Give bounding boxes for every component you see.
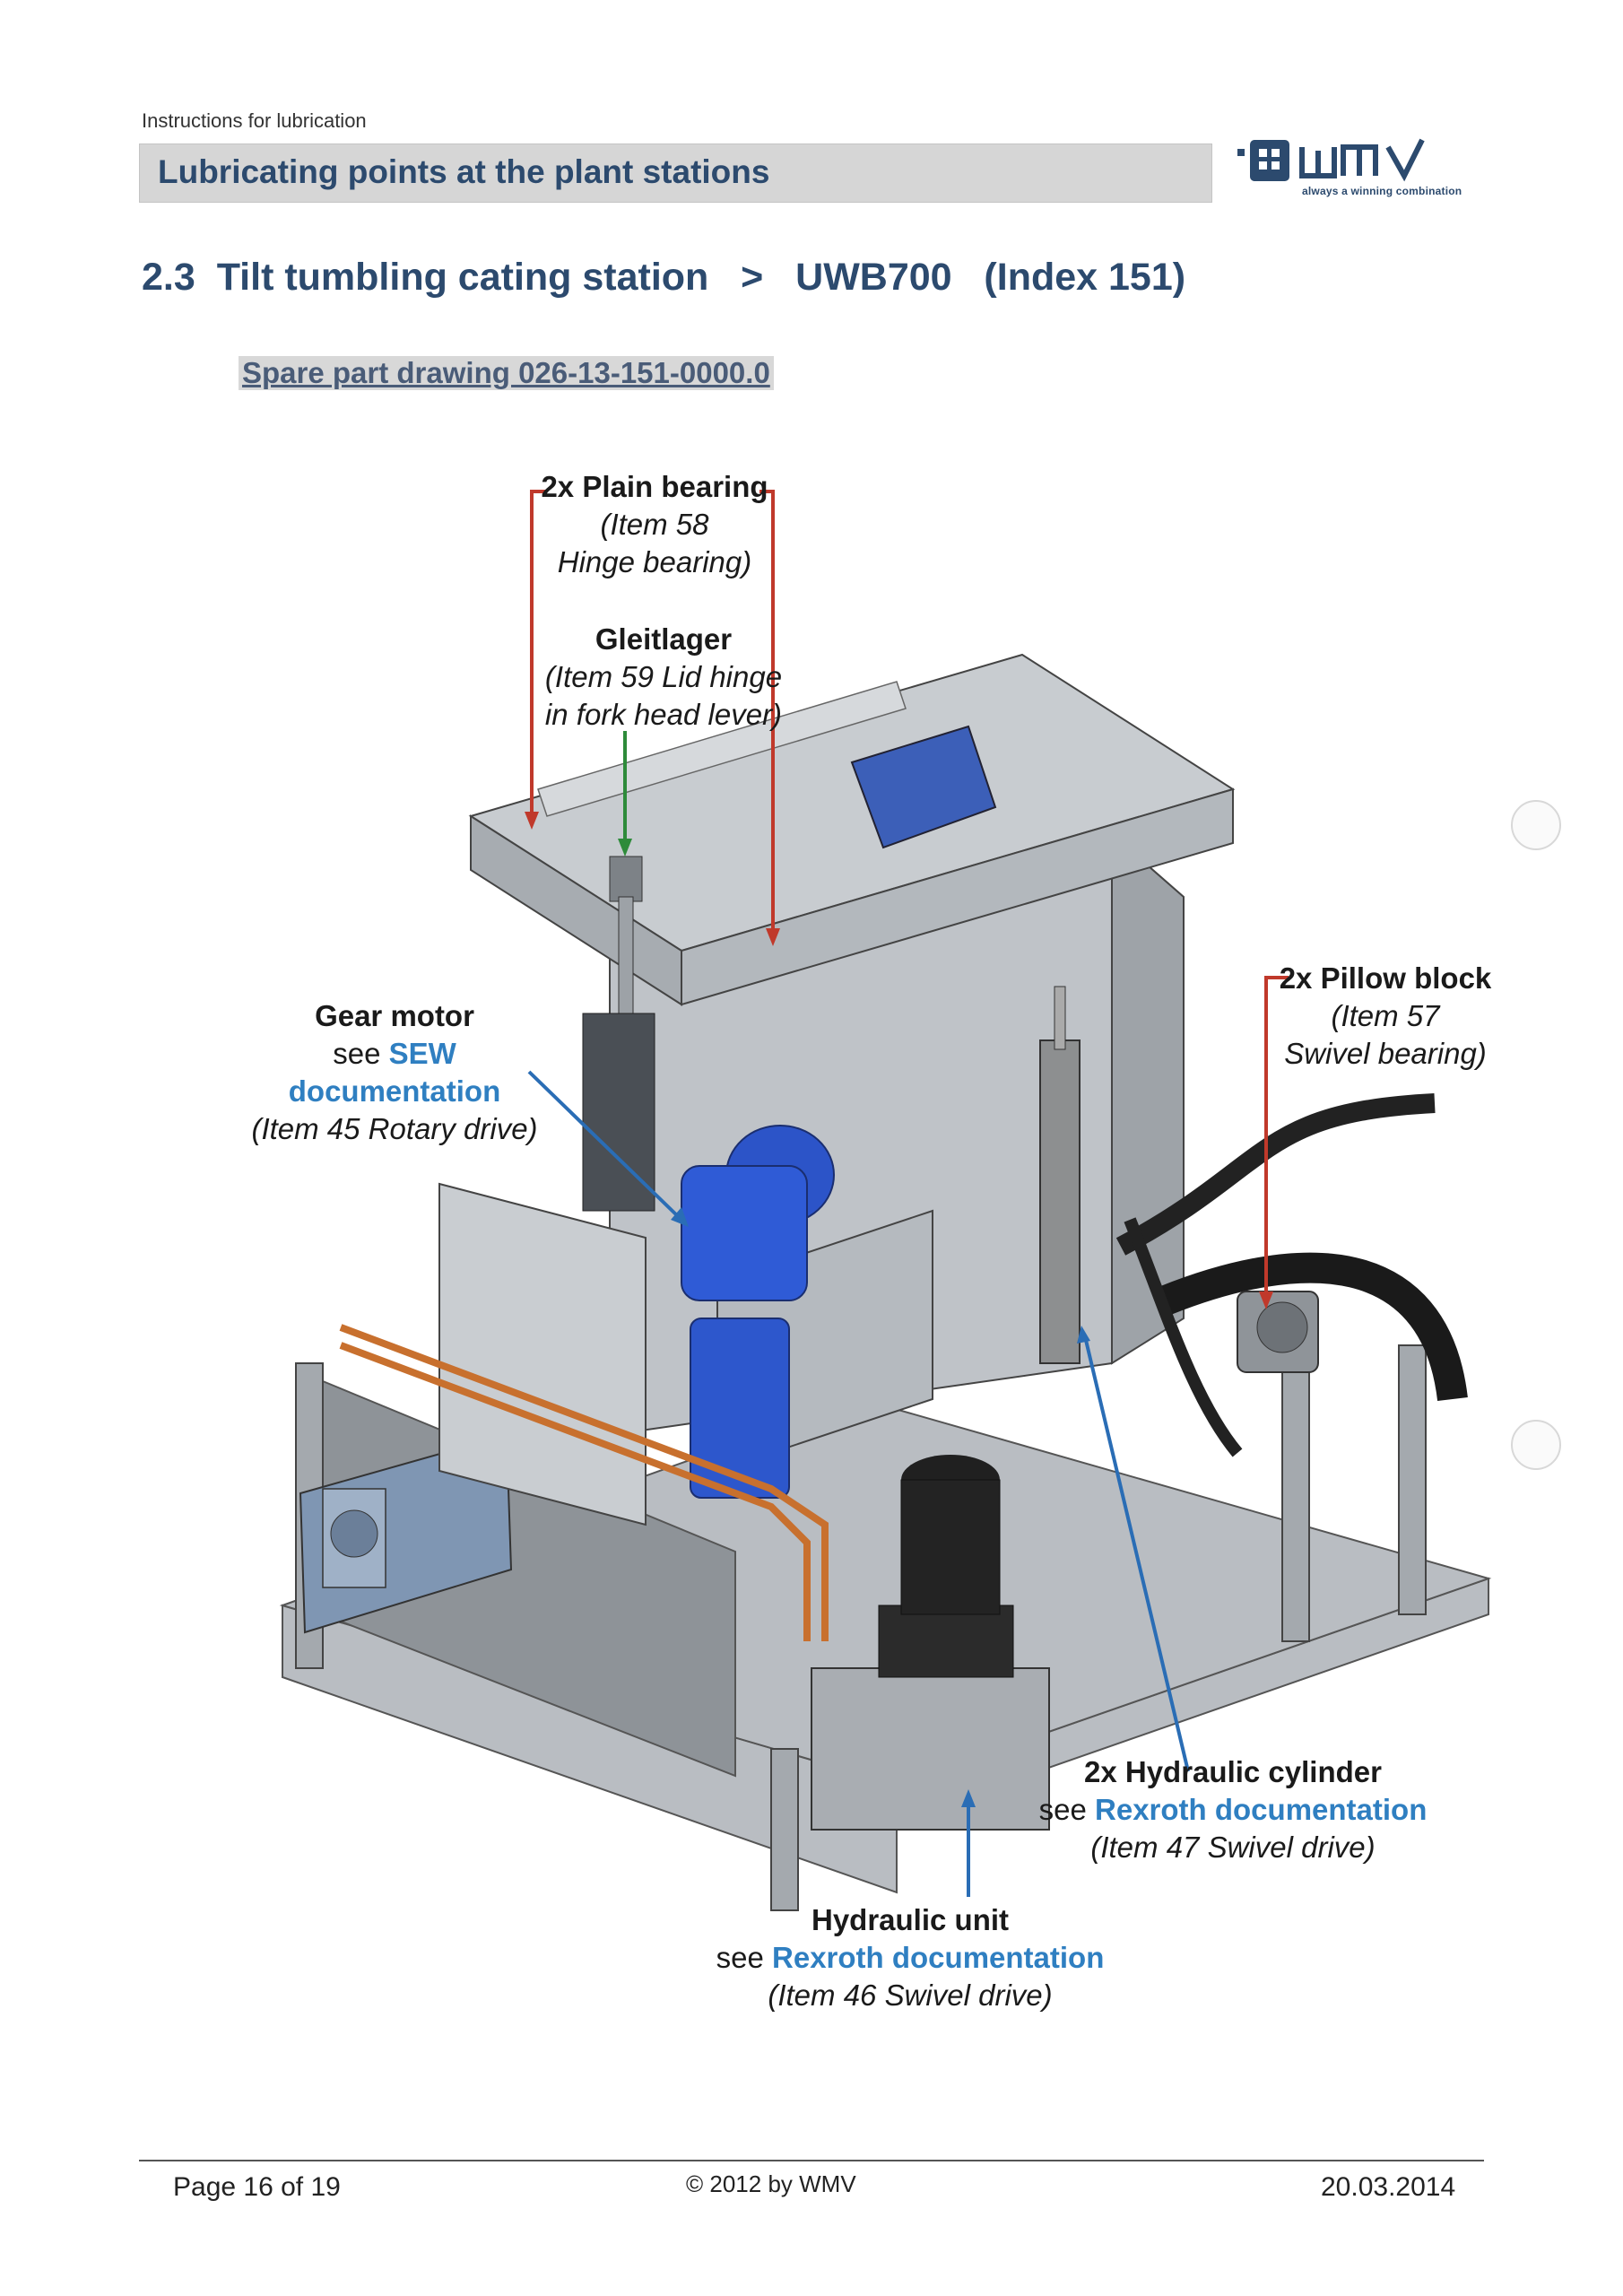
punch-hole-top [1511, 800, 1561, 850]
document-date: 20.03.2014 [1321, 2172, 1456, 2202]
plain-bearing-title: 2x Plain bearing [541, 470, 768, 503]
section-number: 2.3 [142, 256, 195, 299]
rexroth-documentation-link-unit[interactable]: Rexroth documentation [772, 1941, 1105, 1974]
punch-hole-bottom [1511, 1420, 1561, 1470]
hydraulic-unit-see: see [716, 1941, 764, 1974]
gear-motor-see: see [333, 1037, 381, 1070]
footer-divider [139, 2160, 1484, 2161]
pillow-block-item: (Item 57 [1331, 999, 1440, 1032]
callout-hydraulic-cylinder: 2x Hydraulic cylinder see Rexroth docume… [1031, 1753, 1435, 1866]
gleitlager-title: Gleitlager [595, 622, 733, 656]
hydraulic-cylinder-title: 2x Hydraulic cylinder [1084, 1755, 1382, 1788]
gleitlager-desc: in fork head lever) [544, 698, 783, 731]
callout-plain-bearing: 2x Plain bearing (Item 58 Hinge bearing) [502, 468, 807, 581]
document-label: Instructions for lubrication [142, 109, 367, 132]
spare-part-drawing-reference: Spare part drawing 026-13-151-0000.0 [239, 356, 774, 390]
page-number: Page 16 of 19 [173, 2172, 341, 2202]
gear-motor-title: Gear motor [315, 999, 474, 1032]
rexroth-documentation-link-cylinder[interactable]: Rexroth documentation [1095, 1793, 1428, 1826]
hydraulic-cylinder-item: (Item 47 Swivel drive) [1090, 1831, 1376, 1864]
callout-pillow-block: 2x Pillow block (Item 57 Swivel bearing) [1264, 960, 1506, 1073]
copyright: © 2012 by WMV [686, 2170, 856, 2197]
section-index: (Index 151) [984, 256, 1186, 299]
gleitlager-item: (Item 59 Lid hinge [544, 660, 783, 693]
section-model: UWB700 [795, 256, 952, 299]
sew-documentation-link[interactable]: SEW documentation [288, 1037, 501, 1108]
callout-hydraulic-unit: Hydraulic unit see Rexroth documentation… [708, 1901, 1112, 2014]
callout-gear-motor: Gear motor see SEW documentation (Item 4… [224, 997, 565, 1148]
hydraulic-unit-item: (Item 46 Swivel drive) [768, 1979, 1053, 2012]
gear-motor-item: (Item 45 Rotary drive) [251, 1112, 538, 1145]
plain-bearing-desc: Hinge bearing) [557, 545, 752, 578]
section-banner: Lubricating points at the plant stations [139, 144, 1212, 203]
section-name: Tilt tumbling cating station [216, 256, 709, 299]
logo-tagline: always a winning combination [1302, 185, 1462, 197]
pillow-block-title: 2x Pillow block [1279, 961, 1492, 995]
callout-gleitlager: Gleitlager (Item 59 Lid hinge in fork he… [520, 621, 807, 734]
section-title: 2.3 Tilt tumbling cating station > UWB70… [142, 256, 1185, 300]
pillow-block-desc: Swivel bearing) [1284, 1037, 1487, 1070]
plain-bearing-item: (Item 58 [600, 508, 709, 541]
hydraulic-cylinder-see: see [1038, 1793, 1087, 1826]
banner-title: Lubricating points at the plant stations [158, 153, 770, 190]
wmv-logo: always a winning combination [1236, 136, 1487, 208]
hydraulic-unit-title: Hydraulic unit [811, 1903, 1010, 1936]
section-arrow: > [741, 256, 764, 299]
